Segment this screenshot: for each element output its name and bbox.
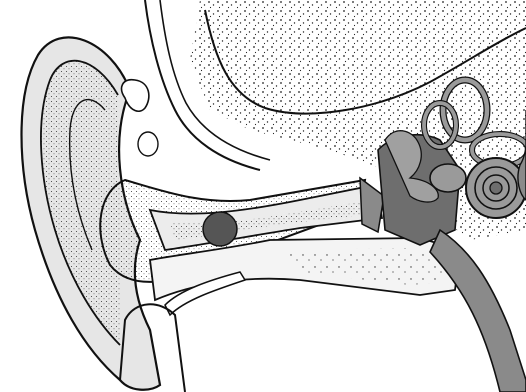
earwax: [203, 212, 237, 246]
vestibule: [430, 164, 466, 192]
cochlea: [466, 158, 526, 218]
tragus-cartilage: [138, 132, 158, 156]
